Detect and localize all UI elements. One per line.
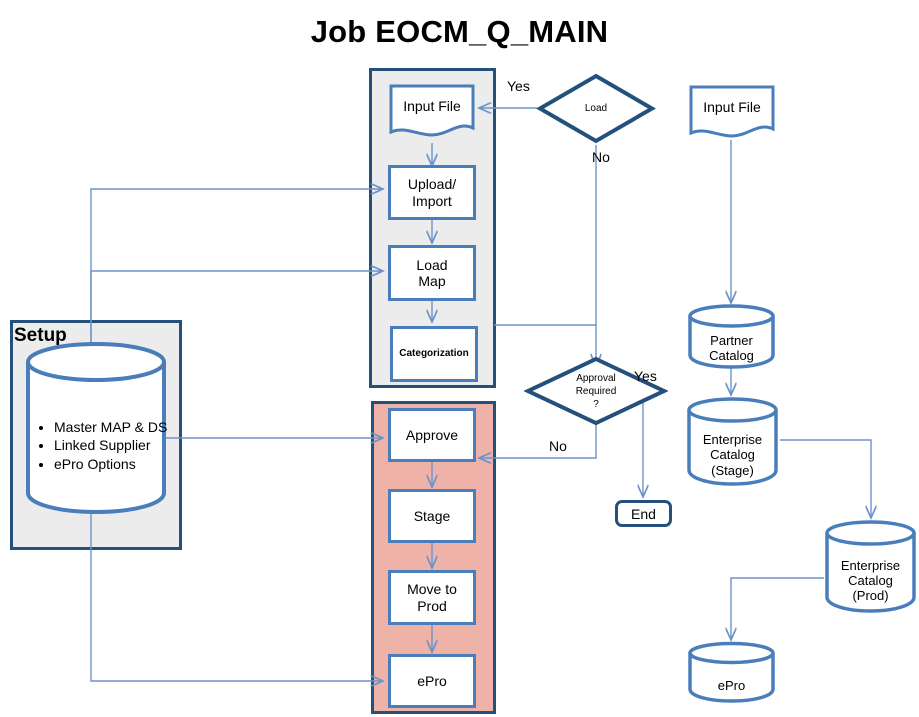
end-label: End <box>631 505 656 522</box>
setup-bullet-2: ePro Options <box>54 455 178 473</box>
partner-catalog-label-1: Partner <box>710 332 753 348</box>
approval-no-label: No <box>549 438 567 454</box>
enterprise-catalog-prod-cylinder[interactable]: Enterprise Catalog (Prod) <box>824 519 917 614</box>
ent-prod-label-3: (Prod) <box>852 588 889 604</box>
ent-stage-label-1: Enterprise <box>702 432 763 447</box>
load-no-label: No <box>592 149 610 165</box>
load-map-box[interactable]: Load Map <box>388 245 476 301</box>
wire-setup-to-epro <box>90 512 383 681</box>
epro-box[interactable]: ePro <box>388 654 476 708</box>
setup-title: Setup <box>14 325 67 346</box>
right-epro-cylinder[interactable]: ePro <box>687 641 776 703</box>
approval-required-label: Approval Required ? <box>524 355 668 427</box>
categorization-box[interactable]: Categorization <box>390 326 478 382</box>
setup-bullet-list: Master MAP & DS Linked Supplier ePro Opt… <box>38 418 178 473</box>
enterprise-catalog-stage-cylinder[interactable]: Enterprise Catalog (Stage) <box>686 396 779 486</box>
approval-label-1: Approval <box>576 372 616 384</box>
right-epro-label: ePro <box>717 678 746 694</box>
approval-label-2: Required <box>575 385 617 397</box>
move-to-prod-box[interactable]: Move to Prod <box>388 570 476 625</box>
load-decision[interactable]: Load <box>536 72 656 145</box>
wire-setup-to-upload <box>90 189 383 363</box>
load-map-label-2: Map <box>418 273 446 289</box>
right-input-file-shape[interactable]: Input File <box>688 84 776 142</box>
upload-import-label-1: Upload/ <box>407 176 457 193</box>
enterprise-catalog-prod-label: Enterprise Catalog (Prod) <box>824 519 917 628</box>
upload-import-box[interactable]: Upload/ Import <box>388 165 476 220</box>
page-title: Job EOCM_Q_MAIN <box>310 14 609 49</box>
center-input-file-shape[interactable]: Input File <box>388 83 476 141</box>
approval-required-decision[interactable]: Approval Required ? <box>524 355 668 427</box>
wire-setup-to-loadmap <box>90 271 383 363</box>
wire-r-entstage-to-entprod <box>780 439 871 518</box>
move-to-prod-label-2: Prod <box>417 597 447 614</box>
wire-r-entprod-to-epro <box>731 577 824 640</box>
end-terminator[interactable]: End <box>615 500 672 527</box>
center-input-file-label: Input File <box>403 97 461 114</box>
ent-stage-label-3: (Stage) <box>711 462 754 478</box>
approve-label: Approve <box>405 426 459 443</box>
stage-label: Stage <box>413 507 451 524</box>
load-map-label-1: Load <box>416 256 448 273</box>
approval-yes-label: Yes <box>634 368 657 384</box>
wire-approval-no-to-approve <box>479 420 597 458</box>
partner-catalog-label-2: Catalog <box>709 348 754 363</box>
ent-stage-label-2: Catalog <box>710 447 755 463</box>
categorization-label: Categorization <box>399 348 469 360</box>
partner-catalog-cylinder[interactable]: Partner Catalog <box>687 303 776 369</box>
setup-bullet-1: Linked Supplier <box>54 436 178 454</box>
setup-bullet-0: Master MAP & DS <box>54 418 178 436</box>
enterprise-catalog-stage-label: Enterprise Catalog (Stage) <box>686 396 779 500</box>
partner-catalog-label: Partner Catalog <box>687 303 776 381</box>
right-input-file-label: Input File <box>703 98 761 115</box>
epro-label: ePro <box>417 672 447 689</box>
approve-box[interactable]: Approve <box>388 408 476 462</box>
ent-prod-label-1: Enterprise <box>840 557 901 573</box>
upload-import-label-2: Import <box>412 192 452 209</box>
load-decision-label: Load <box>584 103 608 114</box>
approval-label-3: ? <box>593 398 599 410</box>
ent-prod-label-2: Catalog <box>848 572 893 588</box>
stage-box[interactable]: Stage <box>388 489 476 543</box>
move-to-prod-label-1: Move to <box>407 581 457 598</box>
setup-cylinder[interactable]: Master MAP & DS Linked Supplier ePro Opt… <box>24 340 168 515</box>
load-yes-label: Yes <box>507 78 530 94</box>
